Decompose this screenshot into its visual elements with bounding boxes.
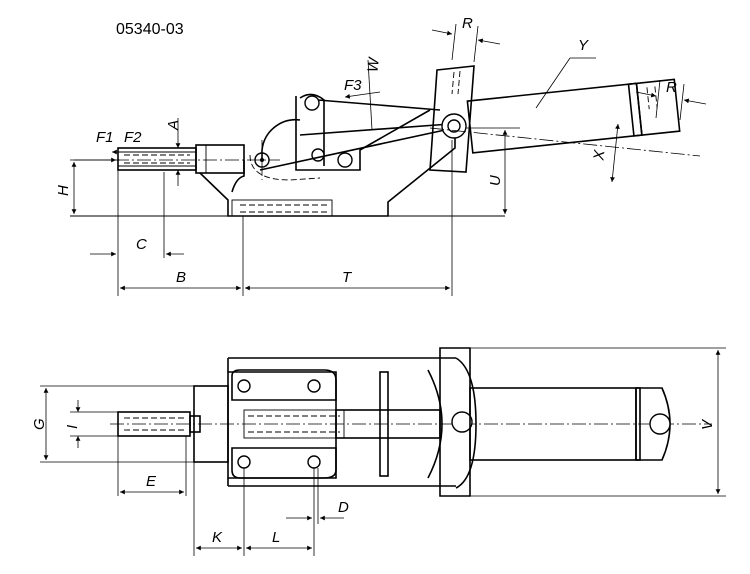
label-T: T — [342, 269, 353, 286]
plunger — [117, 147, 197, 171]
label-A: A — [165, 120, 182, 131]
label-Y: Y — [578, 37, 589, 54]
guide-block — [195, 144, 270, 174]
label-D: D — [338, 499, 349, 516]
label-U: U — [487, 175, 504, 186]
main-body — [199, 93, 456, 217]
label-L: L — [272, 529, 280, 546]
part-number: 05340-03 — [116, 21, 184, 38]
label-X: X — [590, 148, 608, 162]
label-H: H — [55, 185, 72, 196]
label-R-top: R — [462, 15, 473, 32]
label-C: C — [136, 236, 147, 253]
side-view: F1 F2 F3 A H C B T U W R R Y X — [55, 15, 707, 296]
cylinder-pivot — [429, 65, 475, 173]
label-E: E — [146, 473, 157, 490]
label-B: B — [176, 269, 186, 286]
label-V: V — [699, 418, 716, 430]
label-F1: F1 — [96, 129, 114, 146]
label-I: I — [64, 425, 81, 429]
top-view: G I E K L D V — [31, 347, 726, 556]
label-F2: F2 — [124, 129, 142, 146]
label-G: G — [31, 418, 48, 430]
label-R-right: R — [666, 79, 677, 96]
pneumatic-cylinder — [466, 78, 681, 154]
label-F3: F3 — [344, 77, 362, 94]
label-K: K — [212, 529, 223, 546]
toggle-arc — [261, 118, 301, 160]
label-W: W — [364, 55, 383, 73]
